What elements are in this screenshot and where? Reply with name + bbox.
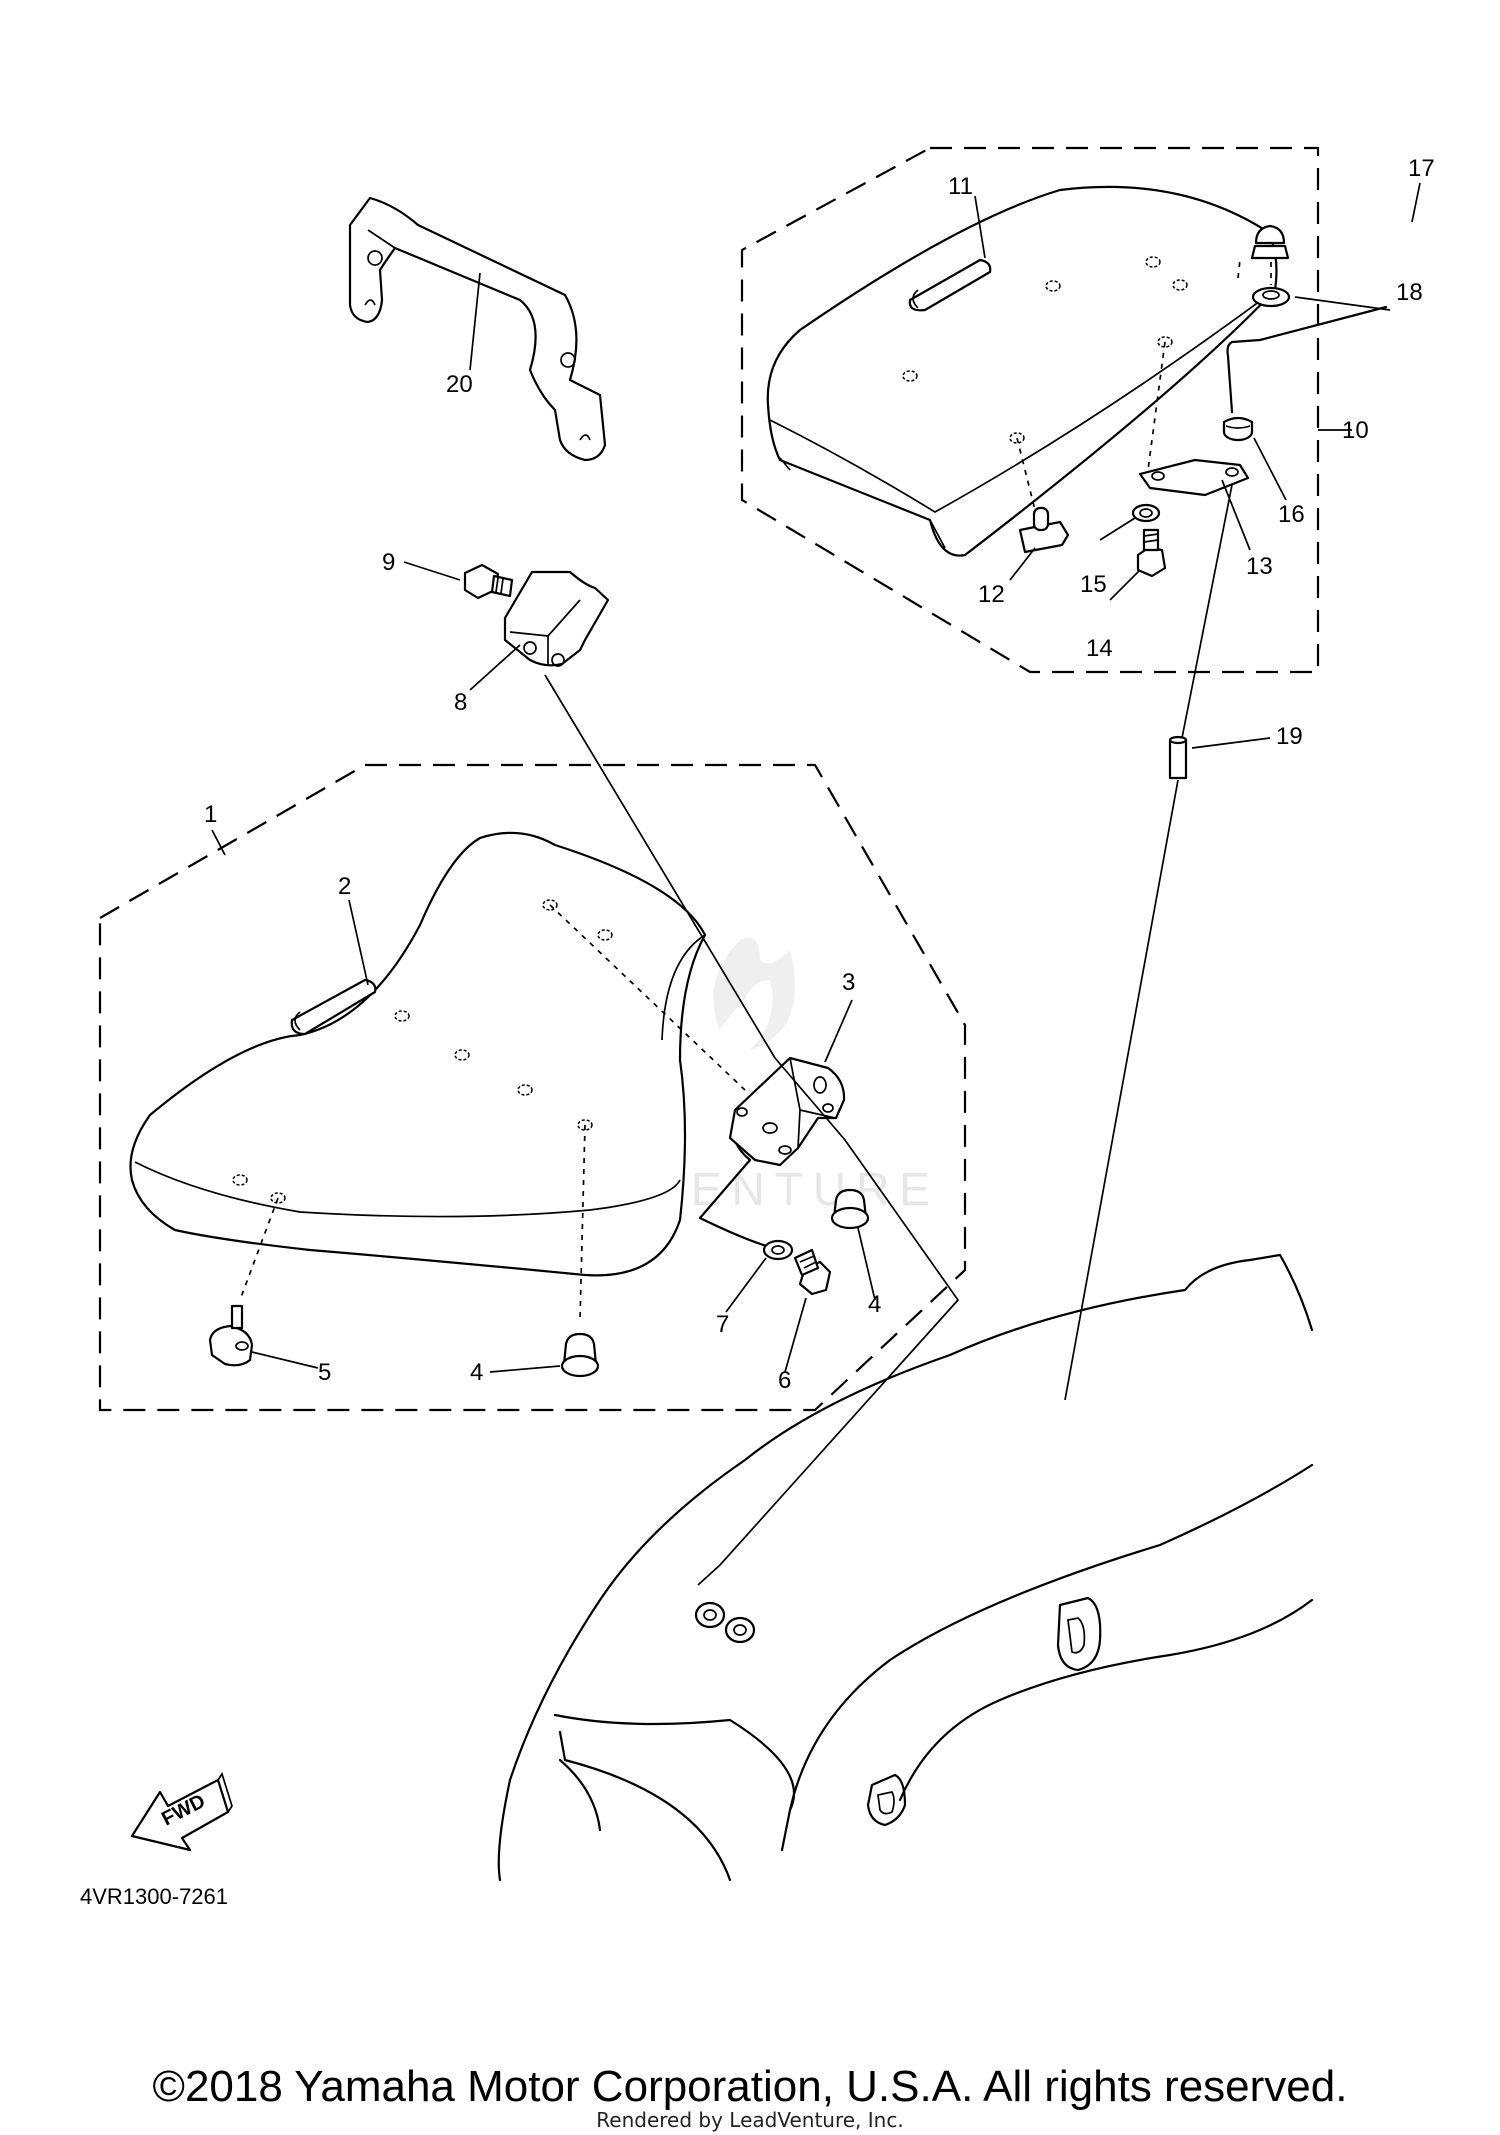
callout-15: 15: [1080, 571, 1107, 598]
callout-7: 7: [716, 1311, 729, 1338]
callout-1: 1: [204, 801, 217, 828]
bolt-path-rear: [1226, 305, 1388, 414]
rear-seat-assembly-boundary: [740, 146, 1320, 674]
frame-fender: [497, 1253, 1314, 1882]
washer-15: [1131, 503, 1161, 523]
callout-17: 17: [1408, 155, 1435, 182]
callout-5: 5: [318, 1359, 331, 1386]
callout-4-right: 4: [868, 1291, 881, 1318]
callout-4-left: 4: [470, 1359, 483, 1386]
grommet-4-right: [830, 1188, 870, 1230]
bolt-14: [1136, 528, 1167, 578]
washer-7: [762, 1239, 794, 1261]
body-grommets: [694, 1601, 756, 1644]
grommet-4-left: [560, 1332, 600, 1378]
grommet-16: [1222, 416, 1254, 442]
front-seat-assembly-boundary: [98, 763, 967, 1412]
bracket-3: [728, 1056, 846, 1167]
callout-6: 6: [778, 1367, 791, 1394]
bolt-path-front: [544, 674, 960, 1586]
front-seat: [129, 831, 707, 1277]
callout-8: 8: [454, 689, 467, 716]
callout-3: 3: [842, 969, 855, 996]
callout-20: 20: [446, 371, 473, 398]
callout-14: 14: [1086, 635, 1113, 662]
rear-seat: [766, 185, 1278, 557]
callout-16: 16: [1278, 501, 1305, 528]
rear-bracket-13: [1138, 458, 1250, 497]
bracket-8: [503, 570, 610, 667]
callouts: 1 2 3 4 4 5 6 7 8 9 10 11 12 13 14 15 16…: [204, 155, 1435, 1394]
washer-18: [1251, 286, 1291, 308]
fwd-arrow-icon: FWD: [130, 1772, 233, 1852]
diagram-code: 4VR1300-7261: [80, 1884, 228, 1909]
bolt-6: [793, 1248, 832, 1296]
callout-11: 11: [948, 173, 973, 200]
collar-19: [1168, 735, 1188, 780]
callout-9: 9: [382, 549, 395, 576]
callout-18: 18: [1396, 279, 1423, 306]
damper-5: [208, 1304, 254, 1367]
callout-12: 12: [978, 581, 1005, 608]
grab-bar: [348, 196, 607, 462]
rendered-by-credit: Rendered by LeadVenture, Inc.: [596, 2108, 904, 2132]
copyright-notice: ©2018 Yamaha Motor Corporation, U.S.A. A…: [152, 2062, 1348, 2111]
callout-19: 19: [1276, 723, 1303, 750]
leader-lines: [211, 182, 1421, 1373]
callout-2: 2: [338, 873, 351, 900]
bolt-9: [463, 563, 514, 600]
callout-10: 10: [1342, 417, 1369, 444]
nut-17: [1250, 224, 1290, 260]
rear-nut-12: [1018, 506, 1070, 554]
callout-13: 13: [1246, 553, 1273, 580]
